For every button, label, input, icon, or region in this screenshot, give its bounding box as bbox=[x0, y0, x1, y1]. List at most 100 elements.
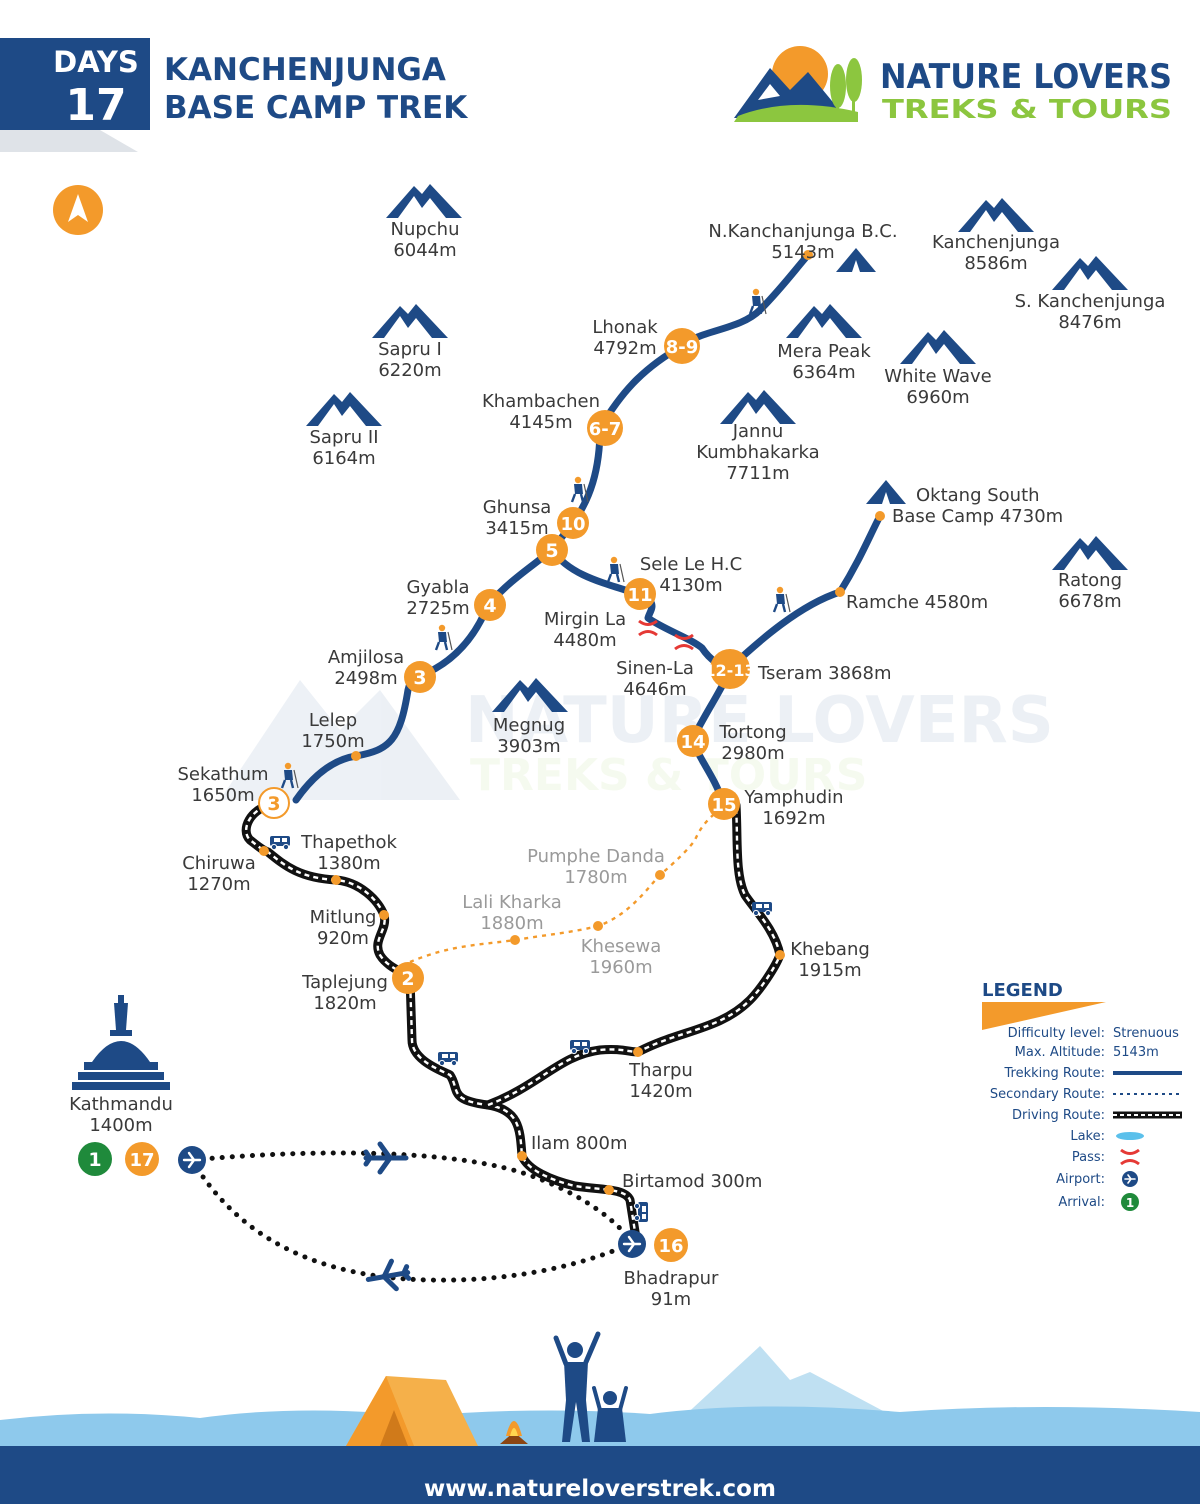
label-mirgin-la: Mirgin La bbox=[544, 609, 626, 630]
mountain-icon bbox=[1052, 536, 1128, 570]
svg-text:11: 11 bbox=[627, 585, 652, 606]
snow-mountain-icon bbox=[680, 1346, 900, 1420]
svg-text:4646m: 4646m bbox=[623, 679, 686, 700]
day-marker-4: 4 bbox=[474, 589, 506, 621]
watermark-logo: NATURE LOVERS TREKS & TOURS bbox=[220, 680, 1054, 801]
svg-text:Kumbhakarka: Kumbhakarka bbox=[696, 442, 819, 463]
waypoint-dot bbox=[379, 910, 389, 920]
svg-text:3415m: 3415m bbox=[485, 518, 548, 539]
svg-text:Jannu: Jannu bbox=[732, 421, 784, 442]
svg-text:8-9: 8-9 bbox=[666, 337, 699, 358]
svg-text:5143m: 5143m bbox=[771, 242, 834, 263]
secondary-route bbox=[409, 807, 723, 964]
mountain-icon bbox=[900, 330, 976, 364]
label-ramche: Ramche 4580m bbox=[846, 592, 988, 613]
svg-text:6678m: 6678m bbox=[1058, 591, 1121, 612]
brand-name-line1: NATURE LOVERS bbox=[880, 57, 1172, 97]
label-tharpu: Tharpu bbox=[628, 1060, 693, 1081]
svg-text:6164m: 6164m bbox=[312, 448, 375, 469]
label-yamphudin: Yamphudin bbox=[743, 787, 843, 808]
tree-icon bbox=[846, 58, 862, 102]
legend: LEGEND Difficulty level: Strenuous Max. … bbox=[982, 980, 1182, 1211]
airport-icon bbox=[1122, 1171, 1138, 1187]
mountain-icon bbox=[1052, 256, 1128, 290]
airport-icon bbox=[618, 1230, 646, 1258]
label-lali-kharka: Lali Kharka bbox=[462, 892, 562, 913]
waypoint-dot bbox=[517, 1151, 527, 1161]
day-marker-1: 1 bbox=[78, 1142, 112, 1176]
mountain-icon bbox=[786, 304, 862, 338]
waypoint-dot bbox=[510, 935, 520, 945]
svg-text:6364m: 6364m bbox=[792, 362, 855, 383]
footer-bar bbox=[0, 1446, 1200, 1504]
watermark-text-line2: TREKS & TOURS bbox=[470, 750, 867, 801]
waypoint-dot bbox=[259, 846, 269, 856]
label-kathmandu: Kathmandu bbox=[69, 1094, 173, 1115]
svg-text:2725m: 2725m bbox=[406, 598, 469, 619]
svg-text:5143m: 5143m bbox=[1113, 1045, 1159, 1060]
waypoint-dot bbox=[875, 511, 885, 521]
header-shadow bbox=[0, 130, 138, 152]
website-url[interactable]: www.natureloverstrek.com bbox=[424, 1476, 776, 1502]
logo-hill-icon bbox=[734, 104, 858, 122]
svg-text:6-7: 6-7 bbox=[589, 419, 622, 440]
airplane-icon bbox=[365, 1258, 412, 1292]
arrival-icon: 1 bbox=[1121, 1193, 1139, 1211]
waypoint-dot bbox=[803, 250, 813, 260]
label-khebang: Khebang bbox=[790, 939, 870, 960]
label-lelep: Lelep bbox=[309, 710, 357, 731]
label-bhadrapur: Bhadrapur bbox=[624, 1268, 719, 1289]
label-amjilosa: Amjilosa bbox=[328, 647, 404, 668]
peak-jannu: Jannu Kumbhakarka 7711m bbox=[696, 390, 820, 484]
flight-route-out bbox=[189, 1150, 633, 1243]
days-box bbox=[0, 38, 150, 130]
svg-text:1750m: 1750m bbox=[301, 731, 364, 752]
label-taplejung: Taplejung bbox=[301, 972, 388, 993]
mountain-icon bbox=[306, 392, 382, 426]
svg-text:4792m: 4792m bbox=[593, 338, 656, 359]
peak-kanchenjunga: Kanchenjunga 8586m bbox=[932, 198, 1060, 274]
svg-text:6960m: 6960m bbox=[906, 387, 969, 408]
svg-text:Strenuous: Strenuous bbox=[1113, 1026, 1179, 1041]
svg-text:1: 1 bbox=[1126, 1196, 1134, 1210]
label-oktang: Oktang South bbox=[916, 485, 1040, 506]
svg-text:16: 16 bbox=[658, 1236, 683, 1257]
svg-text:17: 17 bbox=[129, 1150, 154, 1171]
airport-icon bbox=[178, 1146, 206, 1174]
label-sele-le: Sele Le H.C bbox=[640, 554, 742, 575]
label-ghunsa: Ghunsa bbox=[483, 497, 552, 518]
svg-text:2498m: 2498m bbox=[334, 668, 397, 689]
day-marker-14: 14 bbox=[677, 725, 709, 757]
brand-logo: NATURE LOVERS TREKS & TOURS bbox=[734, 46, 1172, 125]
peak-mera: Mera Peak 6364m bbox=[777, 304, 871, 383]
logo-mountain-icon bbox=[734, 68, 846, 118]
svg-text:14: 14 bbox=[680, 732, 705, 753]
waypoint-dots bbox=[259, 250, 885, 1195]
peaks: Nupchu 6044m Sapru I 6220m Sapru II 6164… bbox=[306, 184, 1165, 757]
waypoint-dot bbox=[593, 921, 603, 931]
peak-s-kanchenjunga: S. Kanchenjunga 8476m bbox=[1015, 256, 1165, 333]
svg-text:1: 1 bbox=[88, 1149, 101, 1171]
waypoint-dot bbox=[633, 1047, 643, 1057]
hiker-icon bbox=[772, 585, 792, 614]
trek-title-line2: BASE CAMP TREK bbox=[164, 90, 468, 126]
tent-icon bbox=[866, 480, 906, 504]
svg-text:1960m: 1960m bbox=[589, 957, 652, 978]
day-marker-3b: 3 bbox=[258, 787, 290, 819]
svg-text:1780m: 1780m bbox=[564, 867, 627, 888]
svg-text:1915m: 1915m bbox=[798, 960, 861, 981]
svg-text:7711m: 7711m bbox=[726, 463, 789, 484]
tent-icon bbox=[836, 248, 876, 272]
label-mitlung: Mitlung bbox=[310, 907, 377, 928]
tent-illustration-icon bbox=[346, 1376, 478, 1446]
svg-text:Nupchu: Nupchu bbox=[390, 219, 459, 240]
pass-icon bbox=[637, 619, 659, 637]
day-marker-10: 10 bbox=[557, 507, 589, 539]
day-marker-16: 16 bbox=[654, 1228, 688, 1262]
mountain-icon bbox=[720, 390, 796, 424]
svg-text:Megnug: Megnug bbox=[493, 715, 565, 736]
svg-text:1650m: 1650m bbox=[191, 785, 254, 806]
svg-text:3: 3 bbox=[413, 667, 426, 689]
footer-scene: www.natureloverstrek.com bbox=[0, 1331, 1200, 1504]
